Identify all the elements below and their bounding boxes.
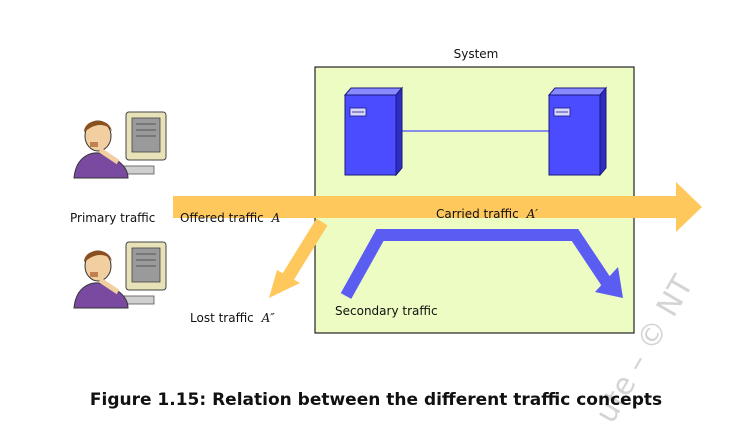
server-left-icon bbox=[343, 86, 404, 177]
lost-traffic-label: Lost traffic A″ bbox=[190, 311, 275, 325]
lost-traffic-arrow bbox=[269, 218, 328, 298]
operator-bottom-icon bbox=[73, 241, 167, 309]
carried-traffic-label: Carried traffic A′ bbox=[436, 207, 538, 221]
system-label: System bbox=[454, 47, 499, 61]
operator-top-icon bbox=[73, 111, 167, 179]
lost-traffic-symbol: A″ bbox=[261, 311, 276, 325]
primary-traffic-label: Primary traffic bbox=[70, 211, 155, 225]
carried-traffic-text: Carried traffic bbox=[436, 207, 519, 221]
figure-caption: Figure 1.15: Relation between the differ… bbox=[89, 390, 663, 410]
offered-traffic-text: Offered traffic bbox=[180, 211, 264, 225]
secondary-traffic-label: Secondary traffic bbox=[335, 304, 438, 318]
offered-carried-traffic-arrow bbox=[173, 182, 702, 232]
secondary-traffic-arrow bbox=[340, 229, 623, 299]
carried-traffic-symbol: A′ bbox=[526, 207, 539, 221]
offered-traffic-label: Offered traffic A bbox=[180, 211, 281, 225]
lost-traffic-text: Lost traffic bbox=[190, 311, 254, 325]
server-right-icon bbox=[547, 86, 608, 177]
offered-traffic-symbol: A bbox=[271, 211, 281, 225]
